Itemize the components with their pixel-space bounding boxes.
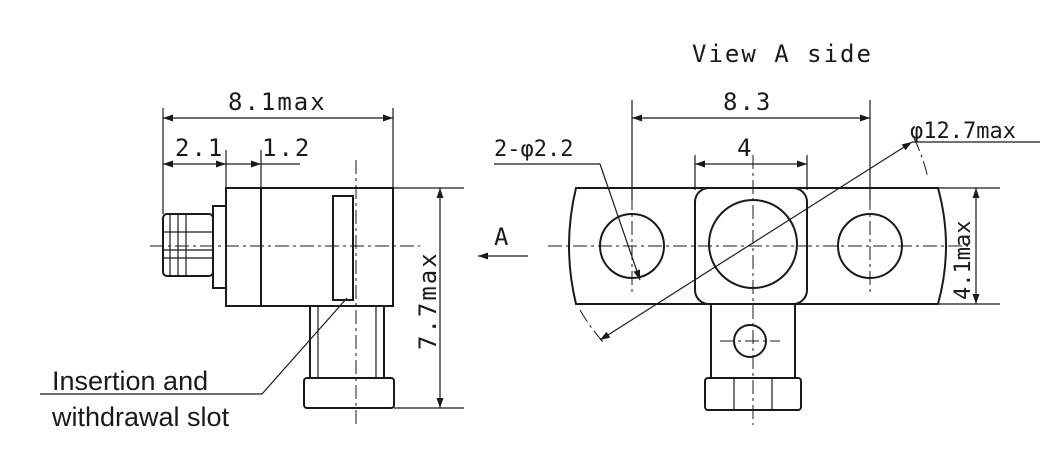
dim-width-max: 8.1max (228, 88, 327, 116)
callout-leader (261, 297, 348, 395)
dim-height-max-right: 4.1max (951, 221, 976, 300)
right-end-view: View A side 8.3 4 (494, 40, 1040, 425)
callout-line2: withdrawal slot (51, 402, 230, 432)
left-side-view: 8.1max 2.1 1.2 7.7max A Insertion and wi… (40, 88, 528, 432)
view-title: View A side (692, 40, 873, 68)
lower-stem (309, 305, 385, 379)
connector-pins (162, 205, 227, 289)
dim-center-width: 4 (737, 134, 753, 162)
dim-holes: 2-φ2.2 (494, 137, 573, 162)
dim-hole-spacing: 8.3 (723, 88, 772, 116)
dim-outer-diameter: φ12.7max (910, 119, 1016, 144)
dim-height-max: 7.7max (414, 251, 442, 350)
dim-left: 2.1 (175, 134, 224, 162)
insertion-slot (332, 195, 354, 301)
hex-nut (303, 377, 395, 409)
dim-mid: 1.2 (262, 134, 311, 162)
view-arrow-label: A (494, 223, 510, 251)
callout-line1: Insertion and (52, 366, 208, 396)
main-body (225, 187, 394, 307)
